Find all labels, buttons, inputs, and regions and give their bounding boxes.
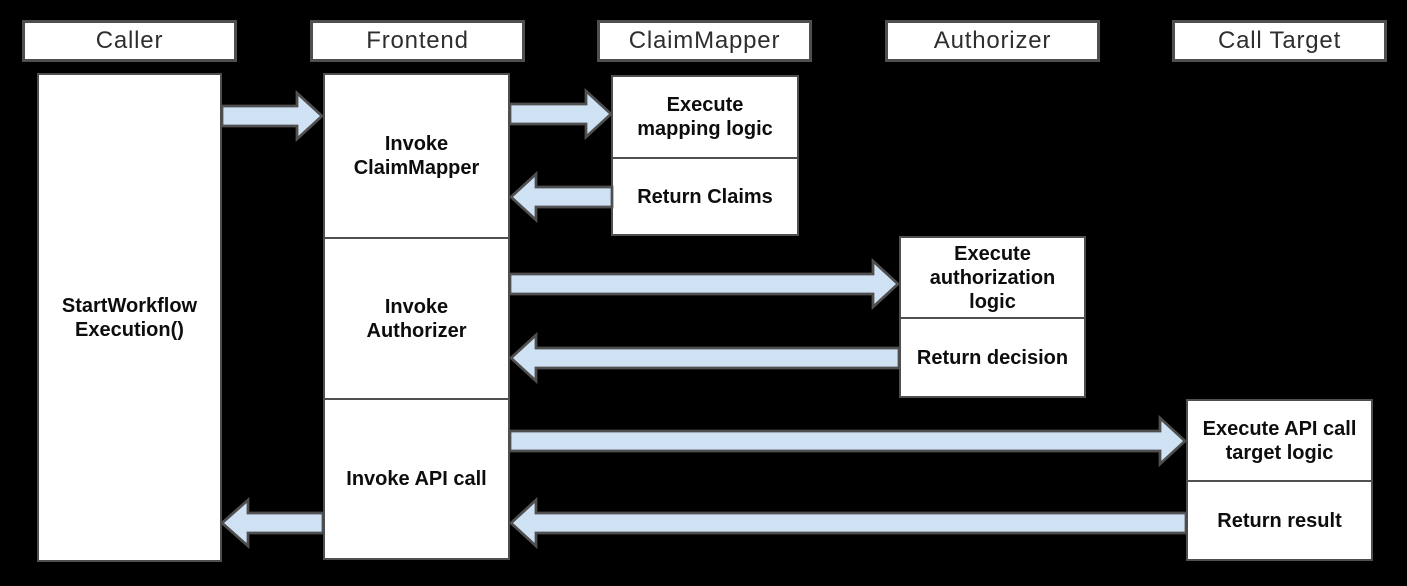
lane-header-caller-label: Caller	[95, 27, 164, 54]
step-startworkflow-execution: StartWorkflow Execution()	[61, 294, 198, 341]
arrow-frontend-to-authorizer	[508, 257, 901, 311]
activation-caller: StartWorkflow Execution()	[37, 73, 222, 562]
lane-header-calltarget: Call Target	[1172, 20, 1387, 62]
step-return-claims: Return Claims	[613, 157, 797, 234]
activation-authorizer: Execute authorization logic Return decis…	[899, 236, 1086, 398]
arrow-frontend-to-caller-return	[219, 496, 325, 550]
step-invoke-authorizer: Invoke Authorizer	[325, 237, 508, 398]
step-invoke-claimmapper: Invoke ClaimMapper	[353, 133, 480, 179]
lane-header-authorizer: Authorizer	[885, 20, 1100, 62]
lane-header-caller: Caller	[22, 20, 237, 62]
step-invoke-api-call: Invoke API call	[325, 398, 508, 558]
lane-header-frontend: Frontend	[310, 20, 525, 62]
step-execute-mapping-logic: Execute mapping logic	[637, 94, 773, 140]
step-execute-authorization-logic: Execute authorization logic	[929, 242, 1056, 313]
step-execute-api-call-target-logic: Execute API call target logic	[1202, 417, 1357, 464]
arrow-frontend-to-calltarget	[508, 414, 1188, 468]
activation-calltarget: Execute API call target logic Return res…	[1186, 399, 1373, 561]
arrow-calltarget-to-frontend-return-result	[508, 496, 1188, 550]
arrow-claimmapper-to-frontend-return-claims	[508, 170, 614, 224]
activation-claimmapper: Execute mapping logic Return Claims	[611, 75, 799, 236]
lane-header-calltarget-label: Call Target	[1217, 27, 1342, 54]
arrow-authorizer-to-frontend-return-decision	[508, 331, 901, 385]
step-return-result: Return result	[1188, 480, 1371, 559]
arrow-caller-to-frontend	[220, 89, 325, 143]
lane-header-frontend-label: Frontend	[366, 27, 469, 54]
lane-header-claimmapper-label: ClaimMapper	[628, 27, 781, 54]
step-return-decision: Return decision	[901, 317, 1084, 396]
activation-frontend: Invoke ClaimMapper Invoke Authorizer Inv…	[323, 73, 510, 560]
arrow-frontend-to-claimmapper	[508, 87, 614, 141]
lane-header-claimmapper: ClaimMapper	[597, 20, 812, 62]
lane-header-authorizer-label: Authorizer	[933, 27, 1052, 54]
